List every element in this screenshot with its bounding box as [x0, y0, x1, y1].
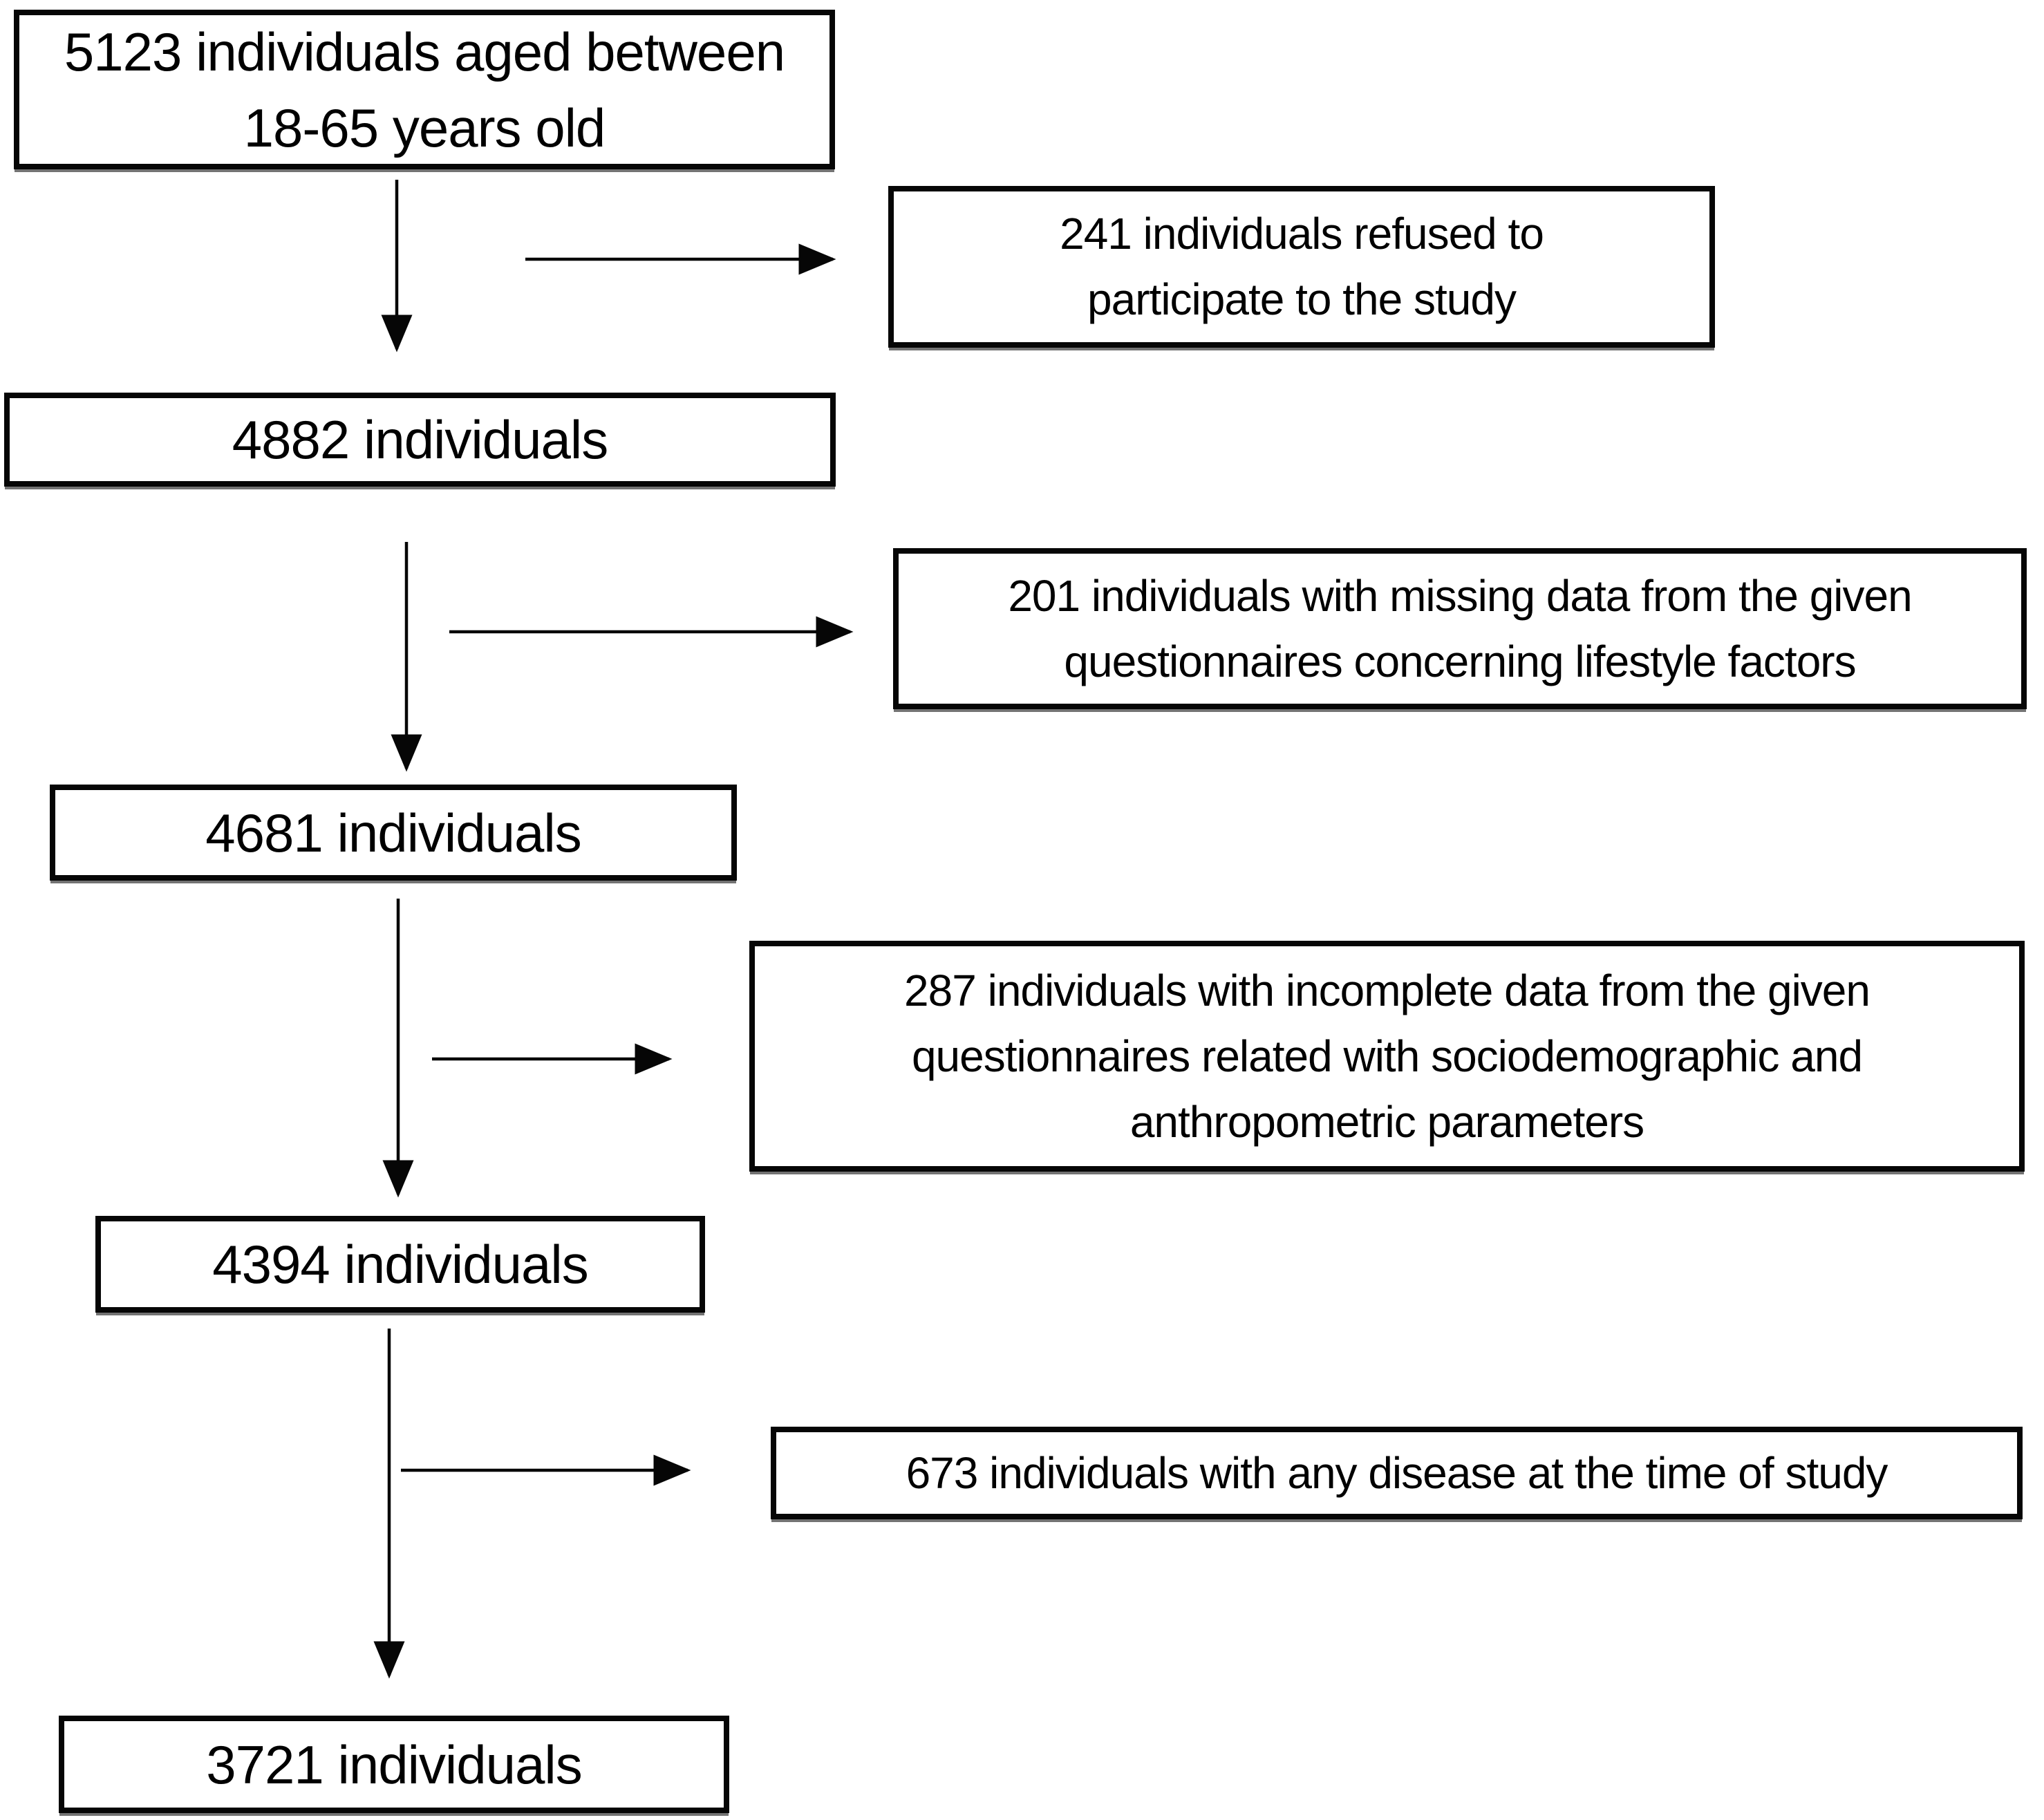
- flow-box-line: 4394 individuals: [212, 1234, 588, 1295]
- exclusion-box-201-missing-data: 201 individuals with missing data from t…: [893, 548, 2027, 709]
- flow-box-5123-individuals: 5123 individuals aged between 18-65 year…: [14, 10, 835, 169]
- flow-box-3721-individuals: 3721 individuals: [59, 1716, 729, 1813]
- exclusion-box-241-refused: 241 individuals refused to participate t…: [888, 186, 1715, 348]
- flow-box-line: 287 individuals with incomplete data fro…: [904, 965, 1870, 1015]
- flow-box-4394-individuals: 4394 individuals: [95, 1216, 705, 1313]
- exclusion-box-287-incomplete-data: 287 individuals with incomplete data fro…: [749, 941, 2025, 1172]
- flow-box-4882-individuals: 4882 individuals: [4, 393, 836, 487]
- exclusion-box-673-disease: 673 individuals with any disease at the …: [771, 1427, 2023, 1519]
- flow-box-line: 5123 individuals aged between: [64, 21, 785, 82]
- flow-box-line: 673 individuals with any disease at the …: [906, 1447, 1888, 1498]
- flow-box-line: 4681 individuals: [205, 802, 581, 863]
- flow-box-line: 201 individuals with missing data from t…: [1008, 570, 1912, 621]
- flow-box-line: 18-65 years old: [243, 97, 606, 158]
- flow-box-line: participate to the study: [1087, 274, 1517, 324]
- flow-box-line: 3721 individuals: [206, 1734, 582, 1795]
- flow-box-4681-individuals: 4681 individuals: [50, 785, 737, 881]
- flow-box-line: questionnaires concerning lifestyle fact…: [1064, 636, 1856, 686]
- flow-box-line: 241 individuals refused to: [1060, 209, 1544, 259]
- flow-box-line: anthropometric parameters: [1129, 1096, 1644, 1147]
- flow-box-line: 4882 individuals: [232, 409, 608, 470]
- flow-box-line: questionnaires related with sociodemogra…: [911, 1031, 1863, 1081]
